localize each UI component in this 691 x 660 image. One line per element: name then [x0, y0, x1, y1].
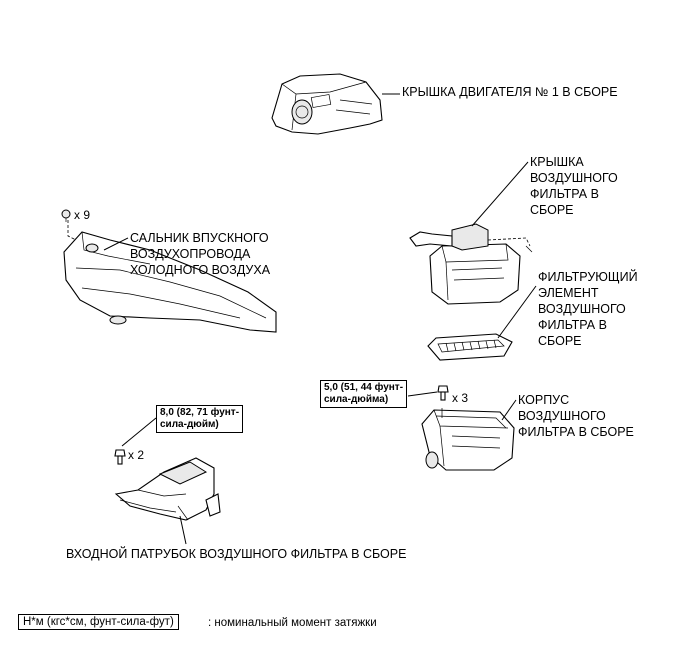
air-filter-cap-illustration	[409, 223, 533, 305]
qty-inlet-bolts: x 2	[128, 448, 145, 462]
leader-inlet-pipe	[179, 515, 187, 545]
legend-torque-units: Н*м (кгс*см, фунт-сила-фут)	[18, 614, 179, 630]
qty-case-bolts: x 3	[452, 391, 469, 405]
seal-clip-icon	[61, 209, 71, 222]
leader-case-torque	[407, 391, 438, 397]
leader-inlet-torque	[121, 417, 157, 447]
label-filter-element: ФИЛЬТРУЮЩИЙ ЭЛЕМЕНТ ВОЗДУШНОГО ФИЛЬТРА В…	[538, 270, 638, 348]
case-bolt-icon	[437, 385, 449, 401]
leader-filter-case	[501, 399, 517, 421]
torque-box-inlet: 8,0 (82, 71 фунт- сила-дюйм)	[156, 405, 244, 433]
label-cool-air-seal: САЛЬНИК ВПУСКНОГО ВОЗДУХОПРОВОДА ХОЛОДНО…	[130, 231, 271, 277]
legend-description: : номинальный момент затяжки	[208, 617, 377, 629]
engine-cover-illustration	[271, 73, 383, 135]
inlet-bolt-icon	[114, 449, 126, 465]
filter-case-illustration	[421, 408, 515, 471]
label-engine-cover: КРЫШКА ДВИГАТЕЛЯ № 1 В СБОРЕ	[402, 85, 618, 99]
label-inlet-pipe: ВХОДНОЙ ПАТРУБОК ВОЗДУШНОГО ФИЛЬТРА В СБ…	[66, 547, 407, 561]
leader-filter-element	[497, 285, 537, 339]
leader-air-filter-cap	[471, 161, 529, 227]
label-filter-case: КОРПУС ВОЗДУШНОГО ФИЛЬТРА В СБОРЕ	[518, 393, 634, 439]
label-air-filter-cap: КРЫШКА ВОЗДУШНОГО ФИЛЬТРА В СБОРЕ	[530, 155, 618, 217]
cool-air-seal-illustration	[63, 220, 277, 333]
torque-box-case: 5,0 (51, 44 фунт- сила-дюйма)	[320, 380, 408, 408]
qty-seal-clips: x 9	[74, 208, 91, 222]
filter-element-illustration	[427, 333, 513, 361]
inlet-pipe-illustration	[114, 457, 221, 521]
leader-cool-air-seal	[103, 237, 129, 251]
